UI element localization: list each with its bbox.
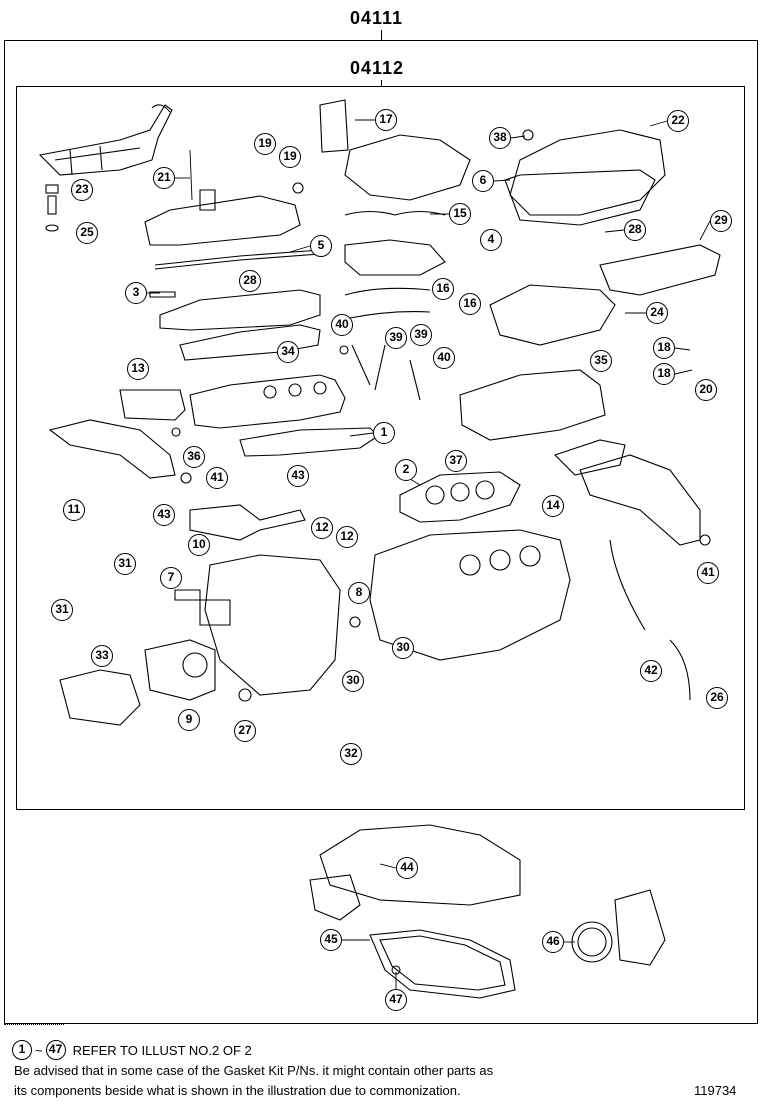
callout-39: 39 <box>385 327 407 349</box>
callout-19: 19 <box>279 146 301 168</box>
callout-23: 23 <box>71 179 93 201</box>
callout-1: 1 <box>373 422 395 444</box>
callout-13: 13 <box>127 358 149 380</box>
callout-28: 28 <box>239 270 261 292</box>
callout-25: 25 <box>76 222 98 244</box>
callout-28: 28 <box>624 219 646 241</box>
outer-code-leader <box>381 30 382 40</box>
injector-drawing <box>45 184 59 232</box>
callout-42: 42 <box>640 660 662 682</box>
fuel-rail-drawing <box>38 104 173 176</box>
callout-32: 32 <box>340 743 362 765</box>
callout-26: 26 <box>706 687 728 709</box>
callout-31: 31 <box>114 553 136 575</box>
callout-16: 16 <box>459 293 481 315</box>
cylinder-block <box>369 529 571 661</box>
inner-kit-frame <box>16 86 745 810</box>
callout-27: 27 <box>234 720 256 742</box>
right-cylinder-head <box>459 369 606 441</box>
callout-41: 41 <box>697 562 719 584</box>
ref-text: REFER TO ILLUST NO.2 OF 2 <box>72 1042 252 1058</box>
callout-2: 2 <box>395 459 417 481</box>
right-head-cover <box>509 129 666 216</box>
callout-43: 43 <box>153 504 175 526</box>
callout-41: 41 <box>206 467 228 489</box>
ref-tilde: ~ <box>35 1042 43 1058</box>
callout-40: 40 <box>331 314 353 336</box>
upper-oil-pan <box>319 824 521 906</box>
left-head-cover-gasket <box>144 195 301 246</box>
callout-9: 9 <box>178 709 200 731</box>
callout-3: 3 <box>125 282 147 304</box>
callout-17: 17 <box>375 109 397 131</box>
callout-18: 18 <box>653 337 675 359</box>
callout-24: 24 <box>646 302 668 324</box>
callout-12: 12 <box>336 526 358 548</box>
callout-4: 4 <box>480 229 502 251</box>
callout-38: 38 <box>489 127 511 149</box>
callout-44: 44 <box>396 857 418 879</box>
callout-43: 43 <box>287 465 309 487</box>
oil-pan-gasket <box>369 929 516 999</box>
callout-30: 30 <box>342 670 364 692</box>
callout-16: 16 <box>432 278 454 300</box>
ref-end-callout: 47 <box>45 1040 66 1060</box>
callout-36: 36 <box>183 446 205 468</box>
callout-34: 34 <box>277 341 299 363</box>
callout-18: 18 <box>653 363 675 385</box>
callout-8: 8 <box>348 582 370 604</box>
callout-40: 40 <box>433 347 455 369</box>
timing-cover <box>204 554 341 696</box>
callout-22: 22 <box>667 110 689 132</box>
footer-ref-line: 1 ~ 47 REFER TO ILLUST NO.2 OF 2 <box>12 1040 252 1060</box>
callout-14: 14 <box>542 495 564 517</box>
callout-10: 10 <box>188 534 210 556</box>
callout-33: 33 <box>91 645 113 667</box>
callout-21: 21 <box>153 167 175 189</box>
footer-note-line-1: Be advised that in some case of the Gask… <box>14 1063 494 1078</box>
illustration-number: 119734 <box>694 1083 737 1098</box>
intake-plenum <box>344 134 471 201</box>
ref-start-callout: 1 <box>12 1040 32 1060</box>
callout-46: 46 <box>542 931 564 953</box>
outer-kit-code: 04111 <box>350 8 404 28</box>
callout-6: 6 <box>472 170 494 192</box>
callout-47: 47 <box>385 989 407 1011</box>
callout-29: 29 <box>710 210 732 232</box>
left-exhaust-manifold <box>48 419 176 479</box>
outer-kit-frame <box>4 40 758 1024</box>
callout-11: 11 <box>63 499 85 521</box>
callout-leaders <box>147 119 711 989</box>
right-exhaust-manifold <box>579 454 701 546</box>
inner-code-leader <box>381 80 382 86</box>
callout-30: 30 <box>392 637 414 659</box>
callout-12: 12 <box>311 517 333 539</box>
callout-39: 39 <box>410 324 432 346</box>
footer-note-line-2: its components beside what is shown in t… <box>14 1083 461 1098</box>
callout-37: 37 <box>445 450 467 472</box>
inner-kit-code: 04112 <box>350 58 405 78</box>
callout-31: 31 <box>51 599 73 621</box>
callout-35: 35 <box>590 350 612 372</box>
callout-19: 19 <box>254 133 276 155</box>
callout-7: 7 <box>160 567 182 589</box>
callout-20: 20 <box>695 379 717 401</box>
callout-45: 45 <box>320 929 342 951</box>
left-cylinder-head <box>189 374 346 429</box>
callout-15: 15 <box>449 203 471 225</box>
callout-5: 5 <box>310 235 332 257</box>
footer-divider <box>4 1024 64 1025</box>
